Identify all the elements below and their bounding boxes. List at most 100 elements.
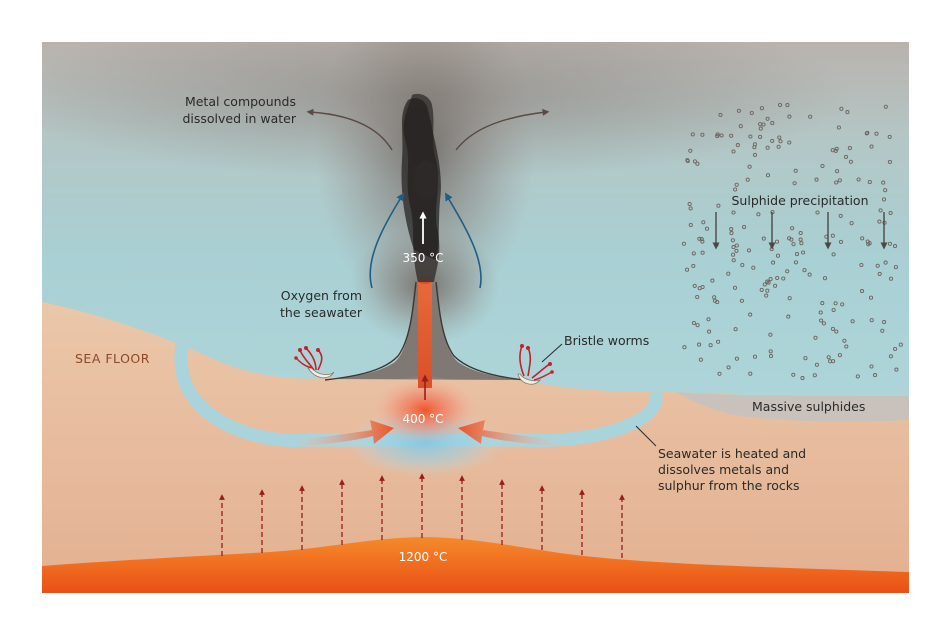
sulphide-particle: [787, 140, 792, 145]
massive-sulphides-deposit: [676, 392, 909, 422]
sulphide-particle: [707, 329, 712, 334]
sulphide-particle: [808, 114, 813, 119]
heat-rising-arrows: [219, 473, 625, 558]
sulphide-particle: [836, 125, 841, 130]
sulphide-particle: [848, 159, 853, 164]
sulphide-particle: [740, 262, 745, 268]
sulphide-particle: [697, 236, 702, 241]
oxygen-label-1: Oxygen from: [281, 288, 362, 303]
sulphide-particle: [745, 177, 750, 182]
sulphide-particle: [752, 354, 758, 359]
sulphide-particle: [847, 146, 852, 151]
sulphide-particle: [718, 112, 723, 117]
sulphide-particle: [833, 301, 838, 306]
sulphide-particle: [792, 181, 797, 186]
sulphide-particle: [710, 278, 715, 283]
sulphide-particle: [731, 245, 736, 250]
sulphide-particle: [734, 356, 739, 361]
sulphide-particle: [844, 344, 849, 349]
sulphide-particle: [700, 284, 705, 290]
sulphide-particle: [883, 188, 888, 193]
sulphide-particle: [843, 154, 849, 159]
sulphide-particle: [866, 242, 871, 247]
sulphide-particle: [865, 130, 870, 135]
sulphide-particle: [835, 169, 840, 174]
sulphide-particle: [765, 173, 771, 178]
sulphide-particle: [699, 237, 704, 242]
sulphide-particle: [681, 241, 686, 246]
sulphide-particle: [867, 180, 872, 185]
sulphide-particle: [880, 328, 885, 333]
sulphide-particle: [887, 159, 892, 164]
sulphide-particle: [881, 197, 887, 202]
seawater-label-2: dissolves metals and: [658, 462, 789, 477]
sulphide-particle: [781, 276, 786, 281]
sulphide-particle: [881, 180, 886, 185]
sulphide-particle: [776, 144, 781, 149]
sulphide-particle: [859, 289, 865, 294]
sulphide-particle: [855, 374, 860, 379]
sulphide-particle: [859, 262, 864, 268]
sulphide-particle: [839, 106, 844, 111]
sulphide-particle: [887, 134, 892, 139]
sulphide-particle: [803, 356, 808, 361]
sulphide-particle: [692, 159, 697, 164]
sulphide-particle: [734, 243, 739, 248]
sulphide-particle: [786, 314, 791, 319]
sulphide-particle: [751, 265, 756, 270]
sulphide-particle: [842, 338, 847, 343]
sulphide-particle: [695, 294, 700, 300]
sulphide-particle: [700, 132, 705, 137]
sulphide-particle: [719, 133, 724, 138]
sulphide-particle: [716, 203, 721, 208]
sulphide-particle: [821, 321, 826, 326]
sulphide-particle: [777, 135, 782, 140]
sulphide-particle: [748, 312, 753, 317]
sulphide-particle: [838, 213, 843, 218]
sulphide-particle: [704, 226, 710, 231]
sulphide-particle: [729, 231, 734, 236]
sulphide-particle: [882, 320, 887, 325]
sulphide-particle: [726, 365, 731, 370]
sulphide-particle: [801, 250, 806, 255]
sulphide-particle: [731, 258, 736, 263]
sulphide-particle: [734, 248, 739, 253]
sulphide-particle: [768, 332, 773, 337]
sulphide-particle: [888, 276, 894, 281]
vent-mound-outline: [324, 281, 526, 381]
sulphide-particle: [807, 272, 812, 277]
temp-400-label: 400 °C: [402, 412, 443, 426]
sulphide-particle: [756, 212, 761, 217]
sulphide-particle: [752, 142, 758, 147]
sulphide-particle: [764, 293, 769, 298]
sulphide-particle: [820, 301, 825, 306]
sulphide-particle: [706, 317, 711, 322]
magma-chamber: [42, 537, 909, 593]
sulphide-particle: [877, 271, 882, 276]
sulphide-particle: [698, 357, 703, 362]
sulphide-particle: [814, 177, 819, 182]
sulphide-particle: [691, 263, 696, 268]
sulphide-particle: [877, 219, 882, 224]
sulphide-particle: [748, 371, 753, 376]
sulphide-particle: [687, 201, 692, 207]
sulphide-particle: [758, 134, 763, 139]
sulphide-particle: [762, 282, 767, 287]
sulphide-particle: [798, 230, 803, 236]
sulphide-particle: [748, 134, 753, 139]
sulphide-particle: [734, 182, 739, 187]
temp-350-label: 350 °C: [402, 251, 443, 265]
sulphide-particle: [778, 139, 783, 144]
sulphide-particle: [831, 359, 836, 364]
sulphide-particle: [735, 143, 740, 148]
sulphide-particle: [791, 242, 796, 247]
sea-floor-label: SEA FLOOR: [75, 351, 150, 366]
sulphide-particle: [820, 163, 825, 169]
sulphide-particle: [697, 342, 702, 347]
sulphide-particle: [878, 208, 883, 213]
hot-flow-arrow-left: [300, 420, 394, 446]
sulphide-particle: [700, 239, 705, 244]
metal-compounds-label-1: Metal compounds: [185, 94, 296, 109]
sulphide-particle: [819, 318, 824, 323]
